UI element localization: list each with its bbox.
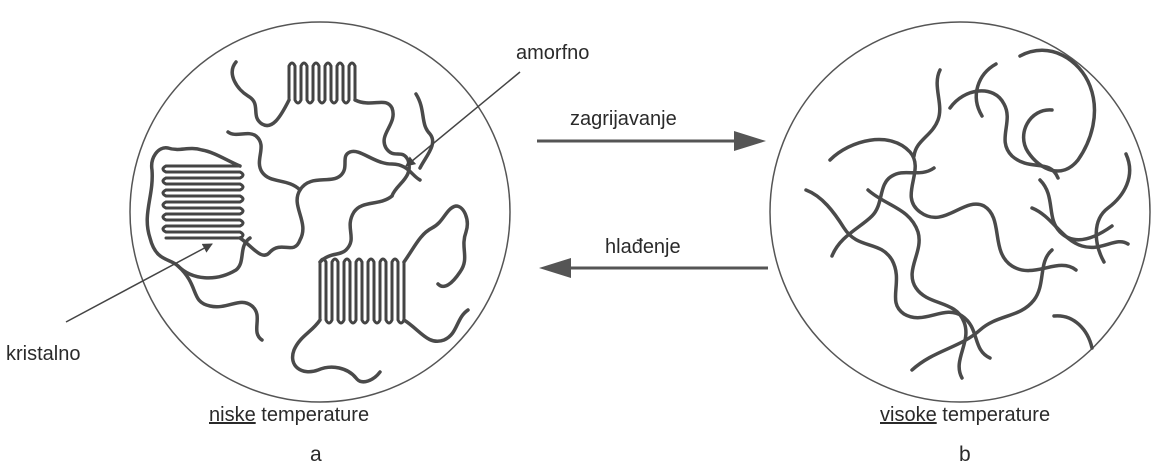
random-coil-chains [806,50,1130,378]
right-caption-rest: temperature [937,404,1050,426]
left-caption-rest: temperature [256,404,369,426]
crystal-lamella-left [163,166,243,238]
left-panel-letter: a [310,443,322,467]
amorphous-panel [770,22,1150,402]
right-panel-letter: b [959,443,971,467]
crystal-lamella-bottom [320,259,404,323]
heating-label: zagrijavanje [570,108,677,131]
amorphous-label: amorfno [516,42,589,65]
cooling-label: hlađenje [605,236,681,259]
semicrystalline-panel [66,22,520,402]
crystal-lamella-top [289,63,355,103]
right-caption-underlined: visoke [880,404,937,426]
left-caption-underlined: niske [209,404,256,426]
left-caption: niske temperature [209,404,369,427]
right-caption: visoke temperature [880,404,1050,427]
heating-arrowhead [734,131,766,151]
crystalline-label: kristalno [6,343,80,366]
cooling-arrowhead [539,258,571,278]
amorphous-chains [147,62,468,382]
